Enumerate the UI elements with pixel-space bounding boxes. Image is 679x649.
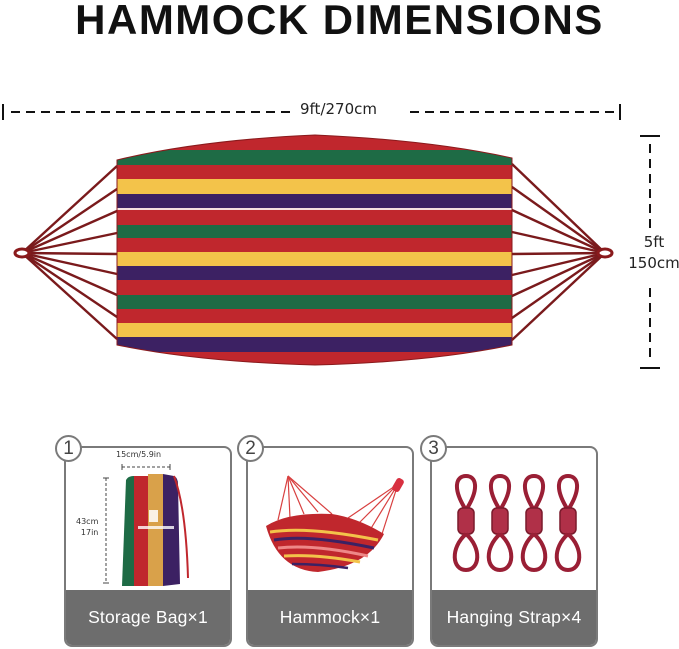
- width-label-cm: 150cm: [628, 254, 679, 272]
- width-label-ft: 5ft: [643, 233, 665, 251]
- bag-width-label: 15cm/5.9in: [116, 450, 162, 459]
- item-number-badge-1: 1: [55, 435, 82, 462]
- item-card-storage-bag: 15cm/5.9in 43cm 17in Storage Bag×1: [64, 446, 232, 647]
- hammock-image: [248, 448, 412, 591]
- hammock-body: [117, 135, 512, 365]
- item-label-storage-bag: Storage Bag×1: [66, 590, 230, 645]
- storage-bag-image: 15cm/5.9in 43cm 17in: [66, 448, 230, 591]
- item-card-hanging-strap: Hanging Strap×4: [430, 446, 598, 647]
- right-ropes: [511, 163, 606, 341]
- page-title: HAMMOCK DIMENSIONS: [75, 0, 604, 43]
- item-card-hammock: Hammock×1: [246, 446, 414, 647]
- storage-bag-icon: [103, 464, 189, 586]
- item-label-hammock: Hammock×1: [248, 590, 412, 645]
- left-ropes: [21, 165, 118, 340]
- hanging-strap-image: [432, 448, 596, 591]
- length-label: 9ft/270cm: [296, 100, 381, 118]
- width-dimension-line: [640, 135, 660, 369]
- left-ring: [13, 247, 31, 259]
- hammock-product-icon: [266, 475, 404, 572]
- hammock-illustration: [13, 134, 614, 366]
- item-label-hanging-strap: Hanging Strap×4: [432, 590, 596, 645]
- item-number-badge-2: 2: [237, 435, 264, 462]
- bag-height-label: 43cm 17in: [76, 517, 99, 537]
- item-number-badge-3: 3: [420, 435, 447, 462]
- length-dimension-line: [2, 104, 621, 120]
- width-label: 5ft 150cm: [626, 232, 679, 274]
- rope-coil-icon: [452, 473, 582, 573]
- right-ring: [596, 247, 614, 259]
